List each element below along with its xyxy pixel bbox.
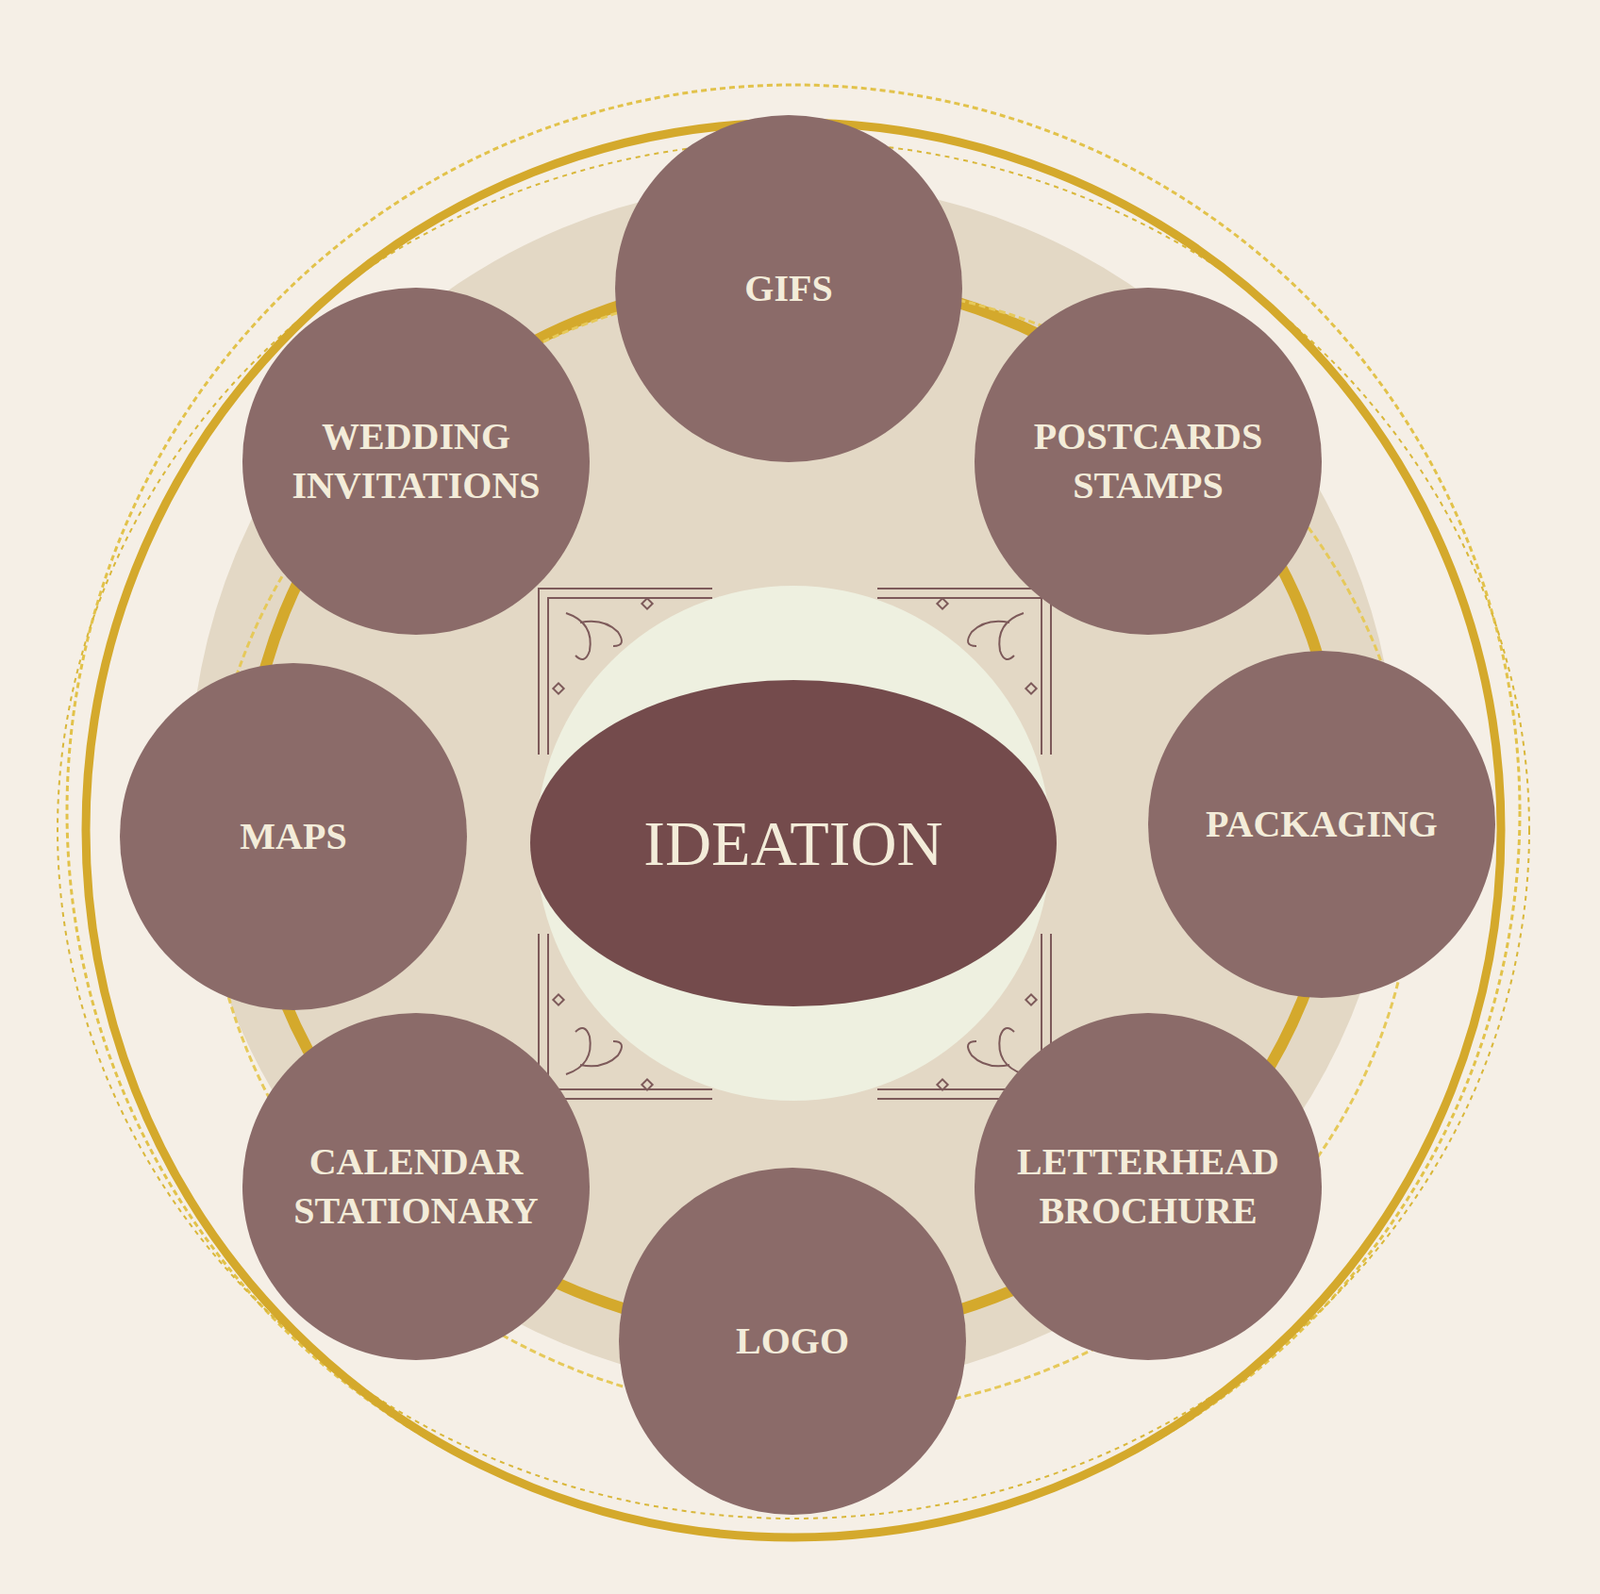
text-wrap: LOGO xyxy=(650,1316,934,1367)
center-ellipse: IDEATION xyxy=(530,680,1057,1007)
topic-circle: WEDDING INVITATIONS xyxy=(242,287,590,635)
topic-label: CALENDAR STATIONARY xyxy=(274,1137,558,1236)
node-fill xyxy=(530,680,1057,1007)
topic-label: WEDDING INVITATIONS xyxy=(274,412,558,511)
topic-circle: GIFS xyxy=(615,115,963,463)
topic-label: POSTCARDS STAMPS xyxy=(1006,412,1290,511)
topic-circle: POSTCARDS STAMPS xyxy=(974,287,1322,635)
text-wrap: MAPS xyxy=(151,812,435,862)
topic-circle: PACKAGING xyxy=(1148,650,1496,999)
text-wrap: GIFS xyxy=(647,264,931,314)
topic-circle: CALENDAR STATIONARY xyxy=(242,1013,590,1361)
text-wrap: LETTERHEAD BROCHURE xyxy=(1006,1137,1290,1236)
topic-circle: LOGO xyxy=(618,1167,967,1516)
node-fill xyxy=(1148,650,1496,999)
topic-label: GIFS xyxy=(647,264,931,314)
topic-circle: MAPS xyxy=(119,663,467,1011)
topic-label: LOGO xyxy=(650,1316,934,1367)
node-fill xyxy=(242,1013,590,1361)
text-wrap: PACKAGING xyxy=(1170,800,1473,850)
node-fill xyxy=(615,115,963,463)
topic-circle: LETTERHEAD BROCHURE xyxy=(974,1013,1322,1361)
node-fill xyxy=(974,1013,1322,1361)
center-title: IDEATION xyxy=(566,801,1020,885)
node-fill xyxy=(119,663,467,1011)
node-fill xyxy=(242,287,590,635)
text-wrap: WEDDING INVITATIONS xyxy=(274,412,558,511)
topic-label: LETTERHEAD BROCHURE xyxy=(1006,1137,1290,1236)
node-shape xyxy=(242,287,590,635)
topic-label: MAPS xyxy=(151,812,435,862)
topic-label: PACKAGING xyxy=(1170,800,1473,850)
text-wrap: CALENDAR STATIONARY xyxy=(274,1137,558,1236)
text-wrap: IDEATION xyxy=(566,801,1020,885)
gold-wavy-ring xyxy=(66,84,1520,1538)
node-fill xyxy=(618,1167,967,1516)
node-fill xyxy=(974,287,1322,635)
text-wrap: POSTCARDS STAMPS xyxy=(1006,412,1290,511)
node-shape xyxy=(974,1013,1322,1361)
node-shape xyxy=(242,1013,590,1361)
node-shape xyxy=(974,287,1322,635)
